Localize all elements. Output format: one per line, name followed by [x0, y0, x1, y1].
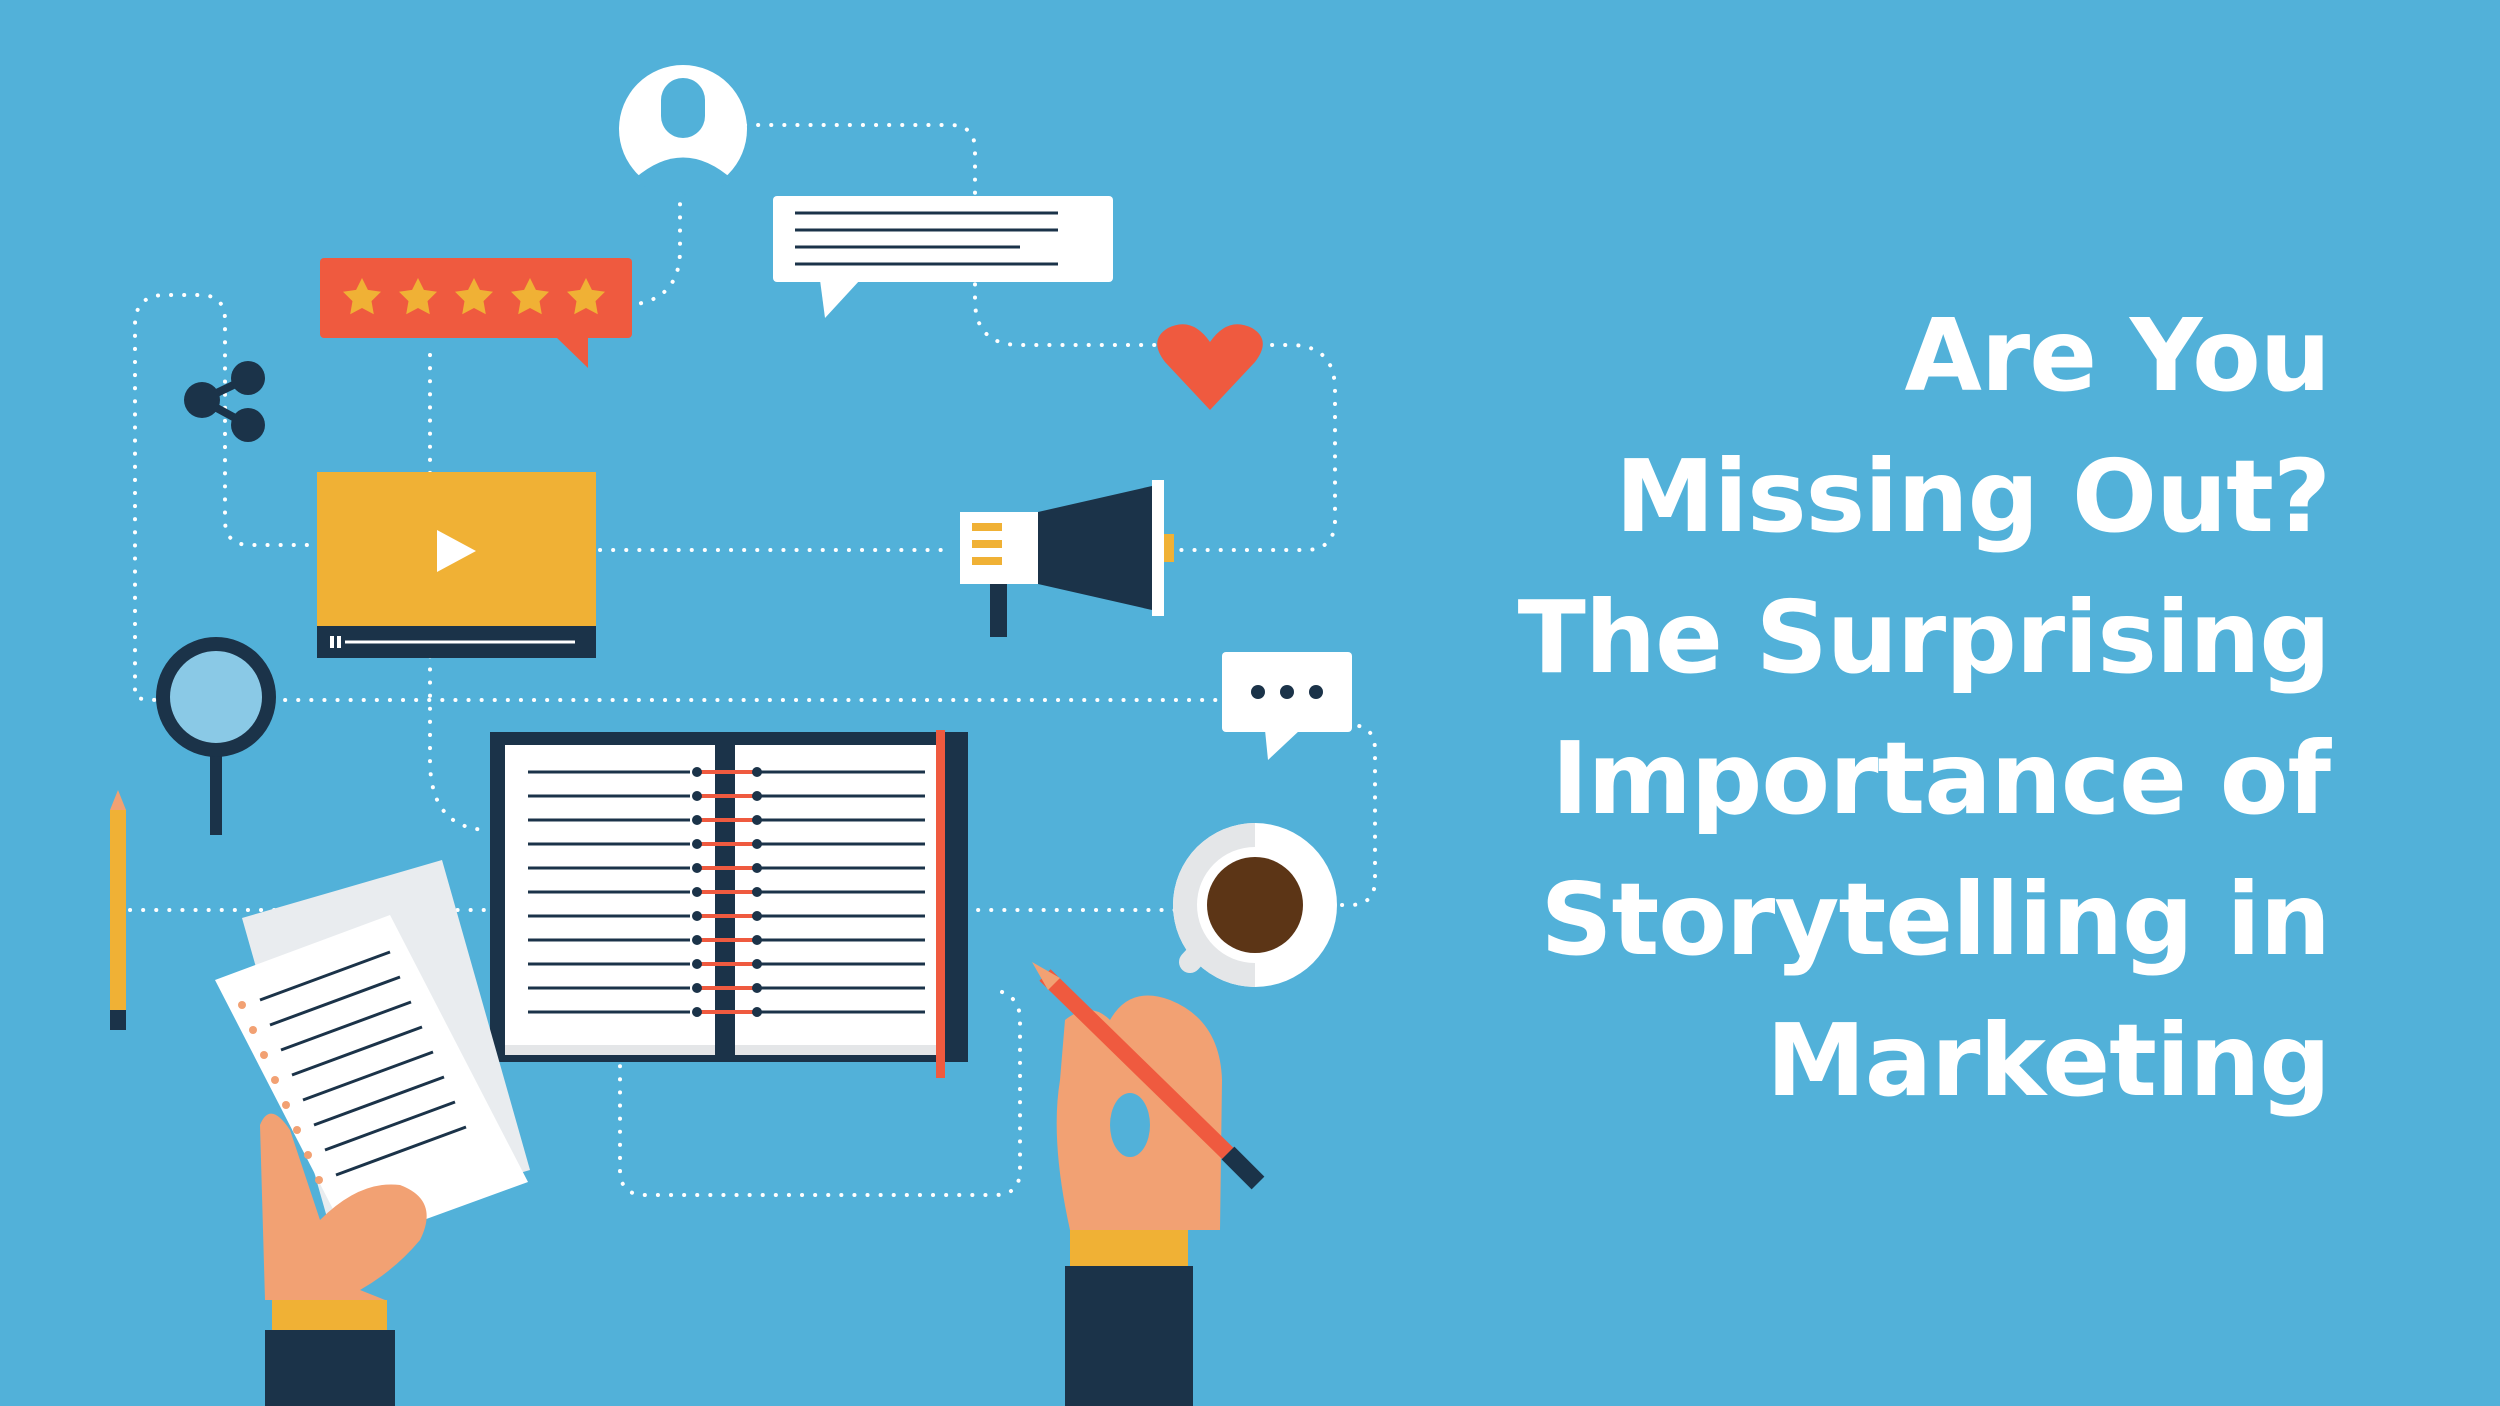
- title-line: Missing Out?: [1615, 438, 2331, 555]
- notebook-icon: [490, 730, 968, 1078]
- title-line: Marketing: [1766, 1002, 2331, 1119]
- video-player-icon: [317, 472, 596, 658]
- coffee-cup-icon: [1173, 823, 1337, 987]
- user-avatar-icon: [619, 65, 747, 195]
- typing-bubble-icon: [1222, 652, 1352, 760]
- share-icon: [184, 361, 265, 442]
- star-rating-icon: [320, 258, 632, 368]
- pencil-icon: [110, 790, 126, 1030]
- title-line: Importance of: [1551, 720, 2331, 837]
- megaphone-icon: [960, 480, 1174, 637]
- magnifier-icon: [156, 637, 276, 835]
- page-title: Are You Missing Out? The Surprising Impo…: [1330, 285, 2331, 1131]
- chat-bubble-icon: [773, 196, 1113, 318]
- title-line: The Surprising: [1517, 579, 2331, 696]
- title-line: Storytelling in: [1540, 861, 2331, 978]
- heart-icon: [1157, 324, 1263, 410]
- title-line: Are You: [1904, 297, 2331, 414]
- play-icon: [437, 530, 476, 572]
- hand-icon: [260, 1113, 427, 1406]
- hand-icon: [1032, 962, 1265, 1406]
- document-icon: [215, 860, 530, 1246]
